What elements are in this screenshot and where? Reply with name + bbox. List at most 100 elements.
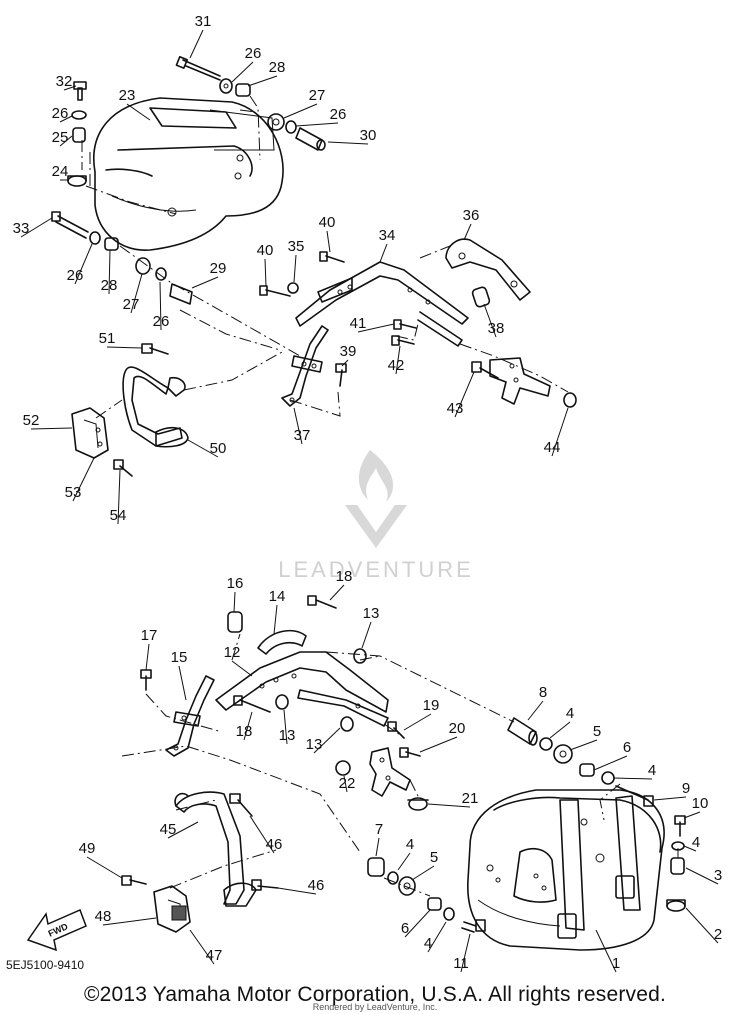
leader-line-13-48 xyxy=(313,727,341,754)
part-number-5: 5 xyxy=(430,849,438,866)
rendered-by-notice: Rendered by LeadVenture, Inc. xyxy=(312,1002,438,1012)
collar-28b xyxy=(104,237,119,251)
leader-line-22-51 xyxy=(343,775,348,793)
bolt-40b xyxy=(319,251,345,263)
collar-16 xyxy=(227,611,243,633)
part-number-44: 44 xyxy=(544,439,561,456)
part-number-53: 53 xyxy=(65,484,82,501)
part-number-23: 23 xyxy=(119,87,136,104)
leader-line-5-60 xyxy=(411,865,435,881)
part-number-27: 27 xyxy=(309,87,326,104)
bracket-14 xyxy=(257,629,307,655)
leader-line-49-61 xyxy=(86,856,123,879)
leader-line-38-22 xyxy=(483,303,497,338)
part-number-4: 4 xyxy=(566,705,574,722)
washer-26b xyxy=(285,120,297,134)
leader-line-23-4 xyxy=(126,103,151,121)
leader-line-46-63 xyxy=(277,887,317,895)
collar-25 xyxy=(72,127,86,143)
collar-28a xyxy=(235,83,251,97)
bolt-9 xyxy=(615,785,654,807)
part-number-24: 24 xyxy=(52,163,69,180)
washer-4e xyxy=(443,907,455,921)
leader-line-21-53 xyxy=(427,803,471,808)
part-number-15: 15 xyxy=(171,649,188,666)
part-number-39: 39 xyxy=(340,343,357,360)
part-number-40: 40 xyxy=(257,242,274,259)
bolt-39 xyxy=(335,363,347,387)
leader-line-46-57 xyxy=(249,815,275,854)
part-number-18: 18 xyxy=(336,568,353,585)
bolt-49 xyxy=(121,875,147,886)
part-number-8: 8 xyxy=(539,684,547,701)
lower-assembly xyxy=(121,595,686,951)
part-number-52: 52 xyxy=(23,412,40,429)
part-number-25: 25 xyxy=(52,129,69,146)
part-number-2: 2 xyxy=(714,926,722,943)
leader-line-2-67 xyxy=(685,907,719,944)
bolt-41 xyxy=(393,319,417,330)
part-number-22: 22 xyxy=(339,775,356,792)
leader-line-48-66 xyxy=(102,917,157,926)
part-number-42: 42 xyxy=(388,357,405,374)
leader-line-41-23 xyxy=(357,323,395,333)
copyright-notice: ©2013 Yamaha Motor Corporation, U.S.A. A… xyxy=(83,983,667,1006)
leader-line-26-1 xyxy=(231,61,254,83)
washer-26d xyxy=(89,231,101,245)
leader-line-37-29 xyxy=(293,407,303,445)
leader-line-17-38 xyxy=(145,643,150,671)
stay-43-assembly xyxy=(471,357,551,405)
part-number-47: 47 xyxy=(206,947,223,964)
part-number-28: 28 xyxy=(269,59,286,76)
bracket-48 xyxy=(153,885,191,933)
part-number-40: 40 xyxy=(319,214,336,231)
guard-bar-50 xyxy=(122,366,189,448)
part-number-6: 6 xyxy=(623,739,631,756)
leadventure-watermark: LEADVENTURE xyxy=(278,450,471,582)
stay-21-assembly xyxy=(369,747,411,797)
leader-line-6-65 xyxy=(404,909,431,938)
leader-line-16-35 xyxy=(233,591,236,613)
grommet-27a xyxy=(267,113,285,131)
leader-line-29-19 xyxy=(191,276,219,289)
leader-line-8-41 xyxy=(527,700,544,721)
part-number-28: 28 xyxy=(101,277,118,294)
part-number-26: 26 xyxy=(153,313,170,330)
grommet-27b xyxy=(135,257,151,275)
part-number-17: 17 xyxy=(141,627,158,644)
leader-line-18-34 xyxy=(329,584,345,601)
part-number-20: 20 xyxy=(449,720,466,737)
bolt-33 xyxy=(51,211,89,239)
collar-29 xyxy=(169,283,193,305)
part-number-35: 35 xyxy=(288,238,305,255)
bolt-42 xyxy=(391,335,415,346)
part-number-27: 27 xyxy=(123,296,140,313)
part-number-13: 13 xyxy=(363,605,380,622)
part-number-30: 30 xyxy=(360,127,377,144)
part-number-29: 29 xyxy=(210,260,227,277)
part-number-46: 46 xyxy=(266,836,283,853)
part-number-45: 45 xyxy=(160,821,177,838)
part-number-19: 19 xyxy=(423,697,440,714)
bracket-36 xyxy=(445,238,531,301)
leader-line-43-27 xyxy=(454,371,475,418)
leader-line-4-58 xyxy=(397,852,411,871)
leader-line-4-59 xyxy=(683,845,697,852)
diagram-code: 5EJ5100-9410 xyxy=(6,958,85,972)
part-number-38: 38 xyxy=(488,320,505,337)
bolt-31 xyxy=(175,55,221,81)
bolt-20 xyxy=(399,747,421,758)
part-number-51: 51 xyxy=(99,330,116,347)
collar-6b xyxy=(427,897,442,911)
leader-line-40-16 xyxy=(264,258,267,287)
part-number-41: 41 xyxy=(350,315,367,332)
bolt-46b xyxy=(251,879,279,891)
leader-line-3-62 xyxy=(685,867,719,885)
part-number-16: 16 xyxy=(227,575,244,592)
part-number-36: 36 xyxy=(463,207,480,224)
part-number-26: 26 xyxy=(245,45,262,62)
leader-line-20-47 xyxy=(419,736,458,753)
bolt-18b xyxy=(233,695,271,713)
